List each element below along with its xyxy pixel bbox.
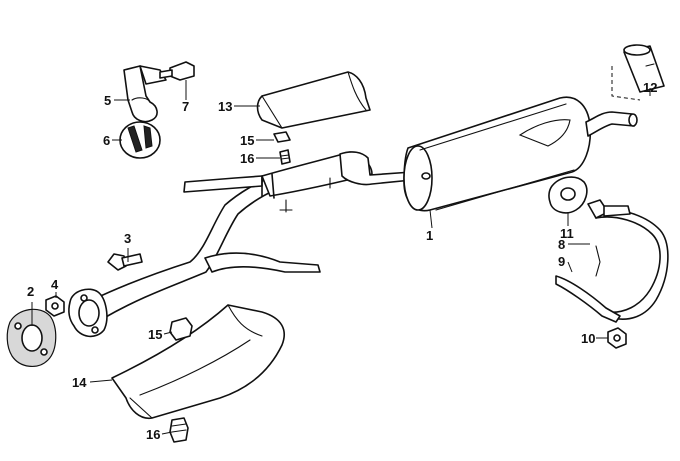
rear-muffler bbox=[403, 96, 638, 212]
hanger bbox=[555, 275, 621, 323]
callout-15-lower: 15 bbox=[148, 327, 162, 342]
callout-1: 1 bbox=[426, 228, 433, 243]
rubber-ring bbox=[548, 176, 588, 214]
callout-2: 2 bbox=[27, 284, 34, 299]
callout-10: 10 bbox=[581, 331, 595, 346]
bolt-front bbox=[107, 253, 143, 271]
rubber-mount bbox=[119, 121, 161, 159]
hex-nut bbox=[45, 295, 65, 317]
hex-nut-rear bbox=[607, 327, 627, 349]
callout-labels: 1 2 3 4 5 6 7 8 9 10 11 12 13 14 15 15 1… bbox=[27, 80, 657, 442]
callout-14: 14 bbox=[72, 375, 87, 390]
callout-4: 4 bbox=[51, 277, 59, 292]
spacer-upper bbox=[273, 131, 291, 165]
heat-shield-upper bbox=[256, 71, 371, 129]
callout-15-upper: 15 bbox=[240, 133, 254, 148]
callout-8: 8 bbox=[558, 237, 565, 252]
heat-shield-lower bbox=[111, 304, 286, 420]
callout-12: 12 bbox=[643, 80, 657, 95]
bolt-clamp bbox=[159, 61, 195, 81]
callout-5: 5 bbox=[104, 93, 111, 108]
strap-clamp bbox=[587, 199, 669, 320]
callout-6: 6 bbox=[103, 133, 110, 148]
gasket bbox=[6, 308, 57, 367]
tailpipe-trim bbox=[611, 44, 665, 101]
leader-lines bbox=[31, 80, 651, 435]
callout-11: 11 bbox=[560, 226, 574, 241]
callout-13: 13 bbox=[218, 99, 232, 114]
callout-16-lower: 16 bbox=[146, 427, 160, 442]
callout-9: 9 bbox=[558, 254, 565, 269]
callout-7: 7 bbox=[182, 99, 189, 114]
callout-16-upper: 16 bbox=[240, 151, 254, 166]
clamp-bracket bbox=[123, 65, 167, 123]
callout-3: 3 bbox=[124, 231, 131, 246]
